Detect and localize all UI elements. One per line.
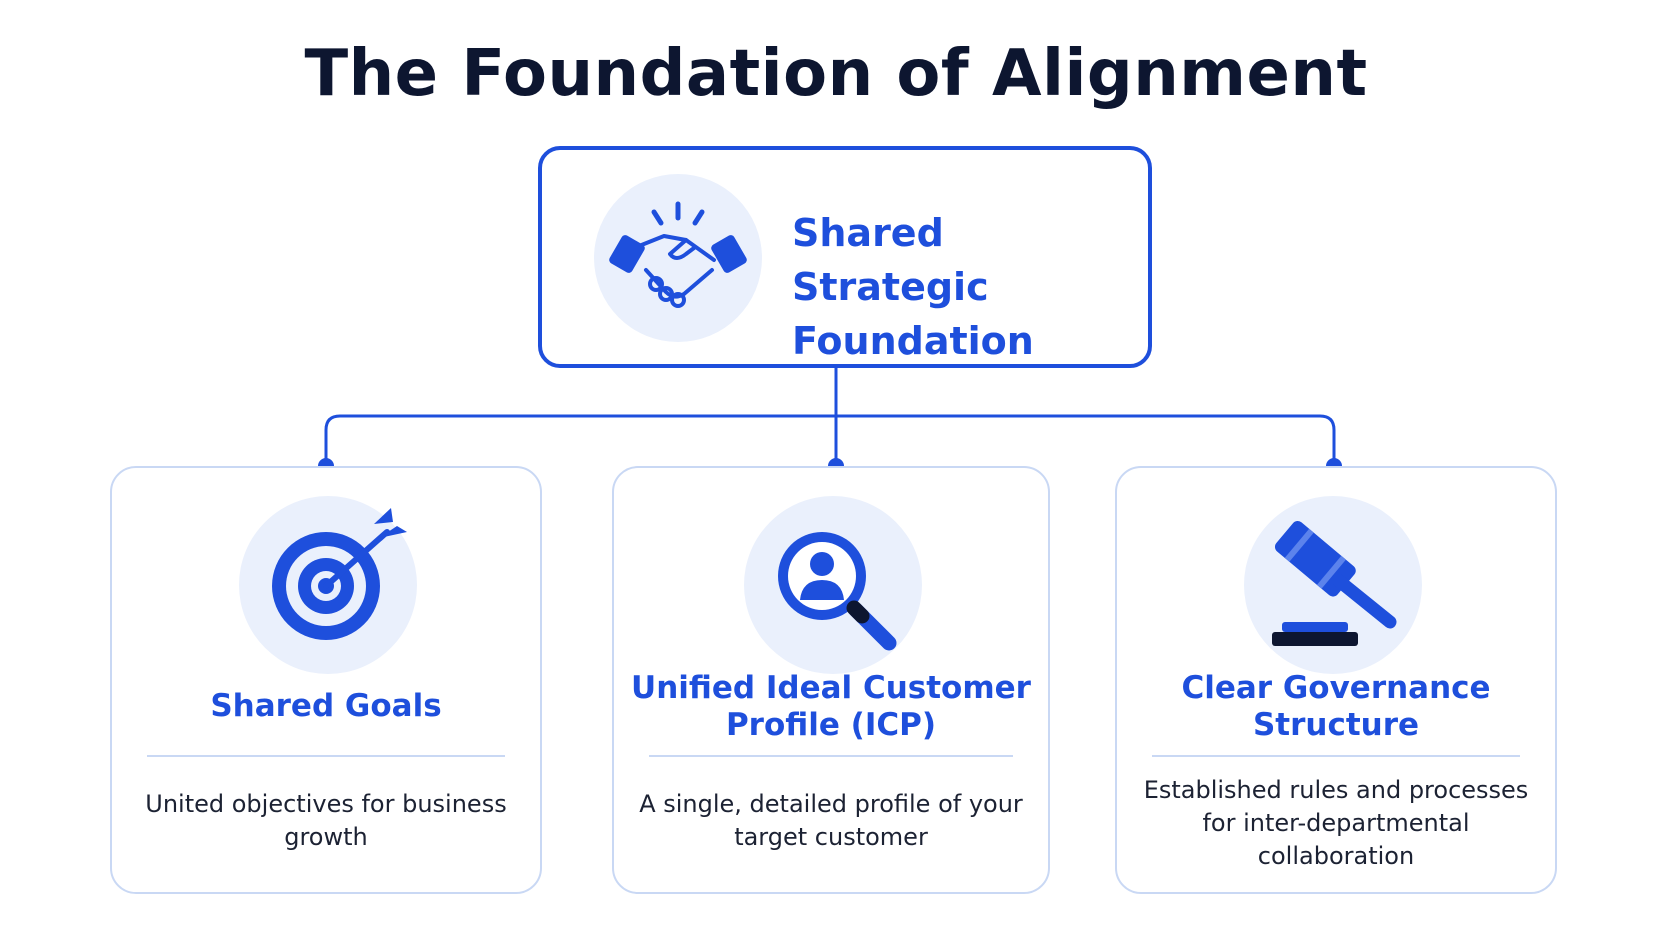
card-shared-goals: Shared Goals United objectives for busin… (110, 466, 542, 894)
customer-search-icon (744, 496, 922, 674)
card-divider (1152, 755, 1520, 757)
card-governance: Clear Governance Structure Established r… (1115, 466, 1557, 894)
card-divider (147, 755, 505, 757)
top-label: Shared Strategic Foundation (792, 211, 1034, 363)
gavel-icon (1244, 496, 1422, 674)
card-divider (649, 755, 1013, 757)
card-title: Shared Goals (210, 688, 442, 724)
card-unified-icp: Unified Ideal Customer Profile (ICP) A s… (612, 466, 1050, 894)
shared-strategic-foundation-box: Shared Strategic Foundation (538, 146, 1152, 368)
page-title: The Foundation of Alignment (304, 37, 1368, 111)
card-description: A single, detailed profile of your targe… (639, 790, 1023, 851)
handshake-icon (594, 174, 762, 342)
card-title: Clear Governance Structure (1181, 670, 1491, 743)
target-icon (239, 496, 417, 674)
card-description: Established rules and processes for inte… (1143, 776, 1529, 870)
card-description: United objectives for business growth (145, 790, 507, 851)
card-title: Unified Ideal Customer Profile (ICP) (631, 670, 1031, 743)
